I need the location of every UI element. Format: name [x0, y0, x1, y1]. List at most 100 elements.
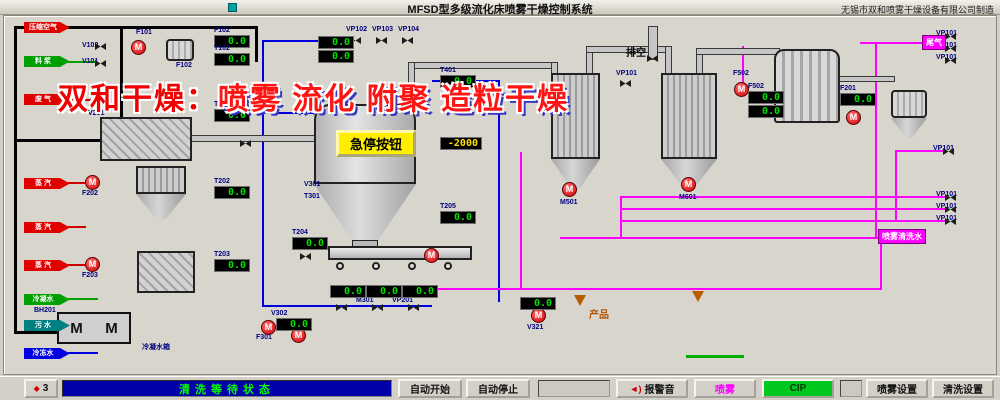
pipe-segment — [68, 352, 98, 354]
equipment-tag: VP101 — [936, 42, 958, 49]
pump-motor[interactable]: M — [131, 40, 146, 55]
pipe-segment — [560, 237, 880, 239]
motor-letter: M — [534, 310, 543, 320]
equipment-tag: F101 — [136, 29, 152, 36]
pipe-segment — [262, 112, 316, 114]
valve-icon[interactable] — [336, 304, 347, 311]
emergency-stop-button[interactable]: 急停按钮 — [336, 130, 416, 157]
manufacturer-label: 无锡市双和喷雾干燥设备有限公司制造 — [840, 5, 994, 15]
event-count: 3 — [42, 383, 49, 394]
valve-icon[interactable] — [240, 140, 251, 147]
pump-motor[interactable]: M — [261, 320, 276, 335]
equipment-tag: 排空 — [626, 48, 646, 59]
equipment-tag: V102 — [82, 42, 99, 49]
utility-flow-arrow: 蒸 汽 — [24, 260, 70, 271]
valve-icon[interactable] — [95, 43, 106, 50]
exhaust-scrubber — [891, 90, 927, 118]
instrument-tag: F201 — [840, 85, 856, 92]
pipe-segment — [14, 331, 60, 334]
process-value-display: T102 0.0 — [214, 45, 250, 66]
title-bar: MFSD型多级流化床喷雾干燥控制系统 无锡市双和喷雾干燥设备有限公司制造 — [0, 0, 1000, 16]
pump-motor[interactable]: M — [734, 82, 749, 97]
process-value-display: 0.0 — [402, 285, 438, 298]
pipe-segment — [686, 355, 744, 358]
process-value-display: T202 0.0 — [214, 178, 250, 199]
instrument-tag: F102 — [214, 27, 230, 34]
pipe-segment — [498, 80, 500, 302]
equipment-tag: VP101 — [936, 215, 958, 222]
instrument-tag: F502 — [748, 83, 764, 90]
valve-icon[interactable] — [945, 218, 956, 225]
process-value: 0.0 — [761, 92, 780, 103]
instrument-tag: T202 — [214, 178, 230, 185]
valve-icon[interactable] — [945, 33, 956, 40]
utility-flow-arrow: 蒸 汽 — [24, 178, 70, 189]
pump-motor[interactable]: M — [846, 110, 861, 125]
event-counter-button[interactable]: ◆ 3 — [24, 379, 58, 398]
pump-motor[interactable]: M — [562, 182, 577, 197]
equipment-tag: M501 — [560, 199, 578, 206]
valve-icon[interactable] — [408, 304, 419, 311]
process-value: 0.0 — [533, 298, 552, 309]
process-value: 0.0 — [415, 286, 434, 297]
equipment-tag: V302 — [271, 310, 288, 317]
process-value-display: 0.0 — [748, 105, 784, 118]
pump-motor[interactable]: M — [85, 175, 100, 190]
bag-filter — [774, 49, 840, 123]
utility-flow-arrow: 污 水 — [24, 320, 70, 331]
valve-icon[interactable] — [300, 253, 311, 260]
equipment-tag: V201 — [88, 110, 105, 117]
pipe-segment — [860, 42, 926, 44]
cyclone-1-body — [551, 73, 600, 159]
toolbar-recess-panel — [840, 380, 862, 397]
spray-mode-button[interactable]: 喷雾 — [694, 379, 756, 398]
valve-icon[interactable] — [372, 304, 383, 311]
equipment-tag: 尾气 — [922, 35, 946, 50]
valve-icon[interactable] — [945, 206, 956, 213]
equipment-tag: VP103 — [372, 26, 394, 33]
pump-motor[interactable]: M — [424, 248, 439, 263]
valve-icon[interactable] — [945, 45, 956, 52]
process-value: 0.0 — [379, 286, 398, 297]
equipment-tag: F301 — [256, 334, 272, 341]
valve-icon[interactable] — [95, 60, 106, 67]
equipment-tag: 产品 — [589, 310, 609, 321]
pump-motor[interactable]: M — [85, 257, 100, 272]
motor-letter: M — [849, 112, 858, 122]
steam-heater — [137, 251, 195, 293]
pump-motor[interactable]: M — [531, 308, 546, 323]
valve-icon[interactable] — [402, 37, 413, 44]
valve-icon[interactable] — [647, 55, 658, 62]
pipe-segment — [430, 288, 882, 290]
pipe-segment — [262, 40, 264, 306]
equipment-tag: F502 — [733, 70, 749, 77]
process-value-display: 0.0 — [366, 285, 402, 298]
cip-mode-button[interactable]: CIP — [762, 379, 834, 398]
valve-icon[interactable] — [945, 57, 956, 64]
spray-settings-button[interactable]: 喷雾设置 — [866, 379, 928, 398]
valve-icon[interactable] — [943, 148, 954, 155]
instrument-tag: T205 — [440, 203, 456, 210]
equipment-tag: VP104 — [398, 26, 420, 33]
pipe-segment — [742, 46, 744, 84]
valve-icon[interactable] — [350, 37, 361, 44]
pipe-segment — [120, 28, 123, 118]
valve-icon[interactable] — [376, 37, 387, 44]
pump-motor[interactable]: M — [681, 177, 696, 192]
pipe-segment — [262, 40, 318, 42]
air-duct — [696, 48, 780, 55]
pipe-segment — [520, 152, 522, 288]
instrument-tag: T204 — [292, 229, 308, 236]
auto-start-button[interactable]: 自动开始 — [398, 379, 462, 398]
motor-letter: M — [737, 84, 746, 94]
alarm-mute-button[interactable]: ◄) 报警音 — [616, 379, 688, 398]
process-value-display: -2000 — [440, 137, 482, 150]
instrument-tag: T203 — [214, 251, 230, 258]
auto-stop-button[interactable]: 自动停止 — [466, 379, 530, 398]
valve-icon[interactable] — [620, 80, 631, 87]
valve-icon[interactable] — [945, 194, 956, 201]
clean-settings-button[interactable]: 清洗设置 — [932, 379, 994, 398]
motor-letter: M — [684, 179, 693, 189]
air-duct — [190, 135, 315, 142]
pipe-segment — [262, 305, 432, 307]
